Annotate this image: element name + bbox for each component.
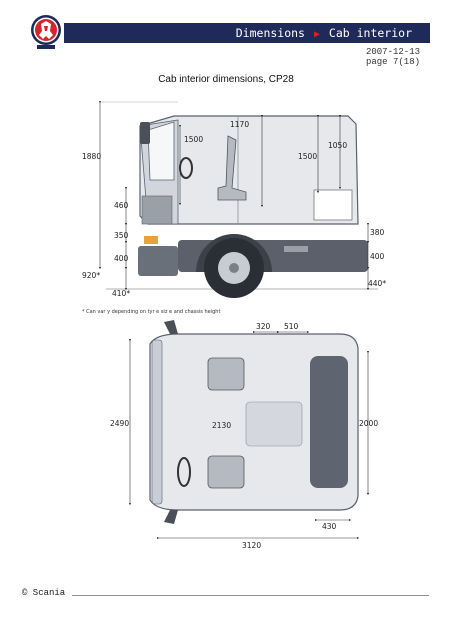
steering-wheel-top (177, 457, 191, 487)
figure-title: Cab interior dimensions, CP28 (158, 74, 294, 85)
dim-2490: 2490 (110, 419, 129, 428)
driver-seat (217, 135, 247, 201)
header-bar: Dimensions ▶ Cab interior (64, 23, 430, 43)
dim-1050: 1050 (328, 141, 347, 150)
header-section: Dimensions (235, 26, 305, 40)
dim-510: 510 (284, 322, 299, 331)
mirror-top-right (164, 510, 178, 524)
dim-920: 920* (82, 271, 100, 280)
breadcrumb-arrow-icon: ▶ (313, 29, 320, 40)
mirror-top-left (164, 320, 178, 334)
bumper (138, 246, 178, 276)
dim-1880: 1880 (82, 152, 101, 161)
document-date: 2007-12-13 (365, 47, 420, 57)
dim-350: 350 (114, 231, 129, 240)
side-view-footnote: * Can var y depending on tyr e siz e and… (82, 309, 220, 315)
dim-400-front: 400 (114, 254, 129, 263)
passenger-seat (207, 357, 245, 391)
mirror (140, 122, 150, 144)
rear-bunk-top (310, 356, 348, 488)
scania-logo-icon (31, 15, 61, 49)
header-subsection: Cab interior (328, 26, 412, 40)
windshield (147, 121, 175, 181)
cab-dimensions-figure: 1880 1500 1170 1500 1050 460 350 400 920… (82, 100, 386, 550)
header-breadcrumb: Dimensions ▶ Cab interior (236, 26, 412, 40)
footer-rule (72, 595, 429, 596)
cab-side-view: 1880 1500 1170 1500 1050 460 350 400 920… (82, 100, 386, 315)
driver-seat-top (207, 455, 245, 489)
dim-320: 320 (256, 322, 271, 331)
dim-400-rear: 400 (370, 252, 385, 261)
dim-3120: 3120 (242, 541, 261, 550)
dim-460: 460 (114, 201, 129, 210)
headlamp (144, 236, 158, 244)
dim-2000: 2000 (359, 419, 378, 428)
dim-2130: 2130 (212, 421, 231, 430)
page-number: page 7(18) (365, 57, 420, 67)
rear-bunk (313, 189, 353, 221)
cab-top-view: 320 510 2490 2130 2000 430 3120 (110, 320, 378, 550)
dim-380: 380 (370, 228, 385, 237)
dim-410: 410* (112, 289, 130, 298)
footer-copyright: © Scania (22, 588, 66, 598)
dim-1170: 1170 (230, 120, 249, 129)
dim-1500-front: 1500 (184, 135, 203, 144)
dim-1500-rear: 1500 (298, 152, 317, 161)
dim-430: 430 (322, 522, 337, 531)
dim-440: 440* (368, 279, 386, 288)
